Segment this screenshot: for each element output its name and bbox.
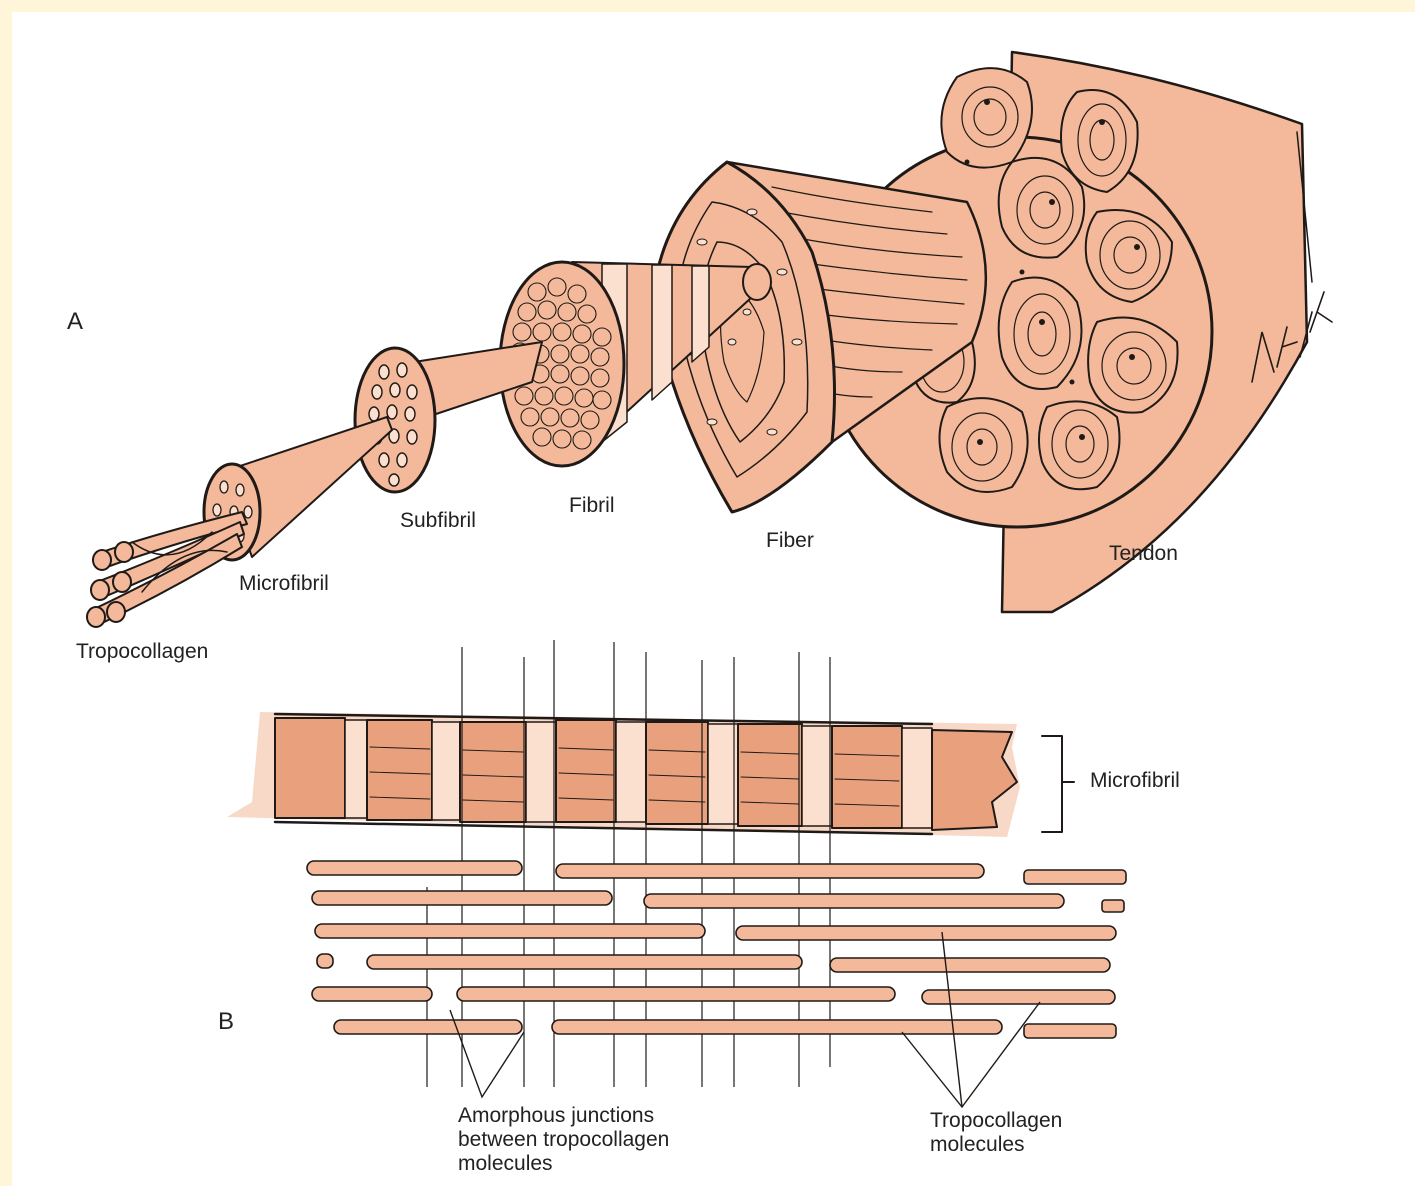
tropocollagen-molecules: [307, 861, 1126, 1038]
label-fiber: Fiber: [766, 529, 814, 553]
figure-canvas: A B Tropocollagen Microfibril Subfibril …: [12, 12, 1415, 1186]
annotation-amorphous-junctions: Amorphous junctions between tropocollage…: [458, 1104, 778, 1176]
label-microfibril-bracket: Microfibril: [1090, 769, 1180, 793]
label-tropocollagen: Tropocollagen: [76, 640, 208, 664]
panel-label-b: B: [218, 1010, 234, 1034]
label-subfibril: Subfibril: [400, 509, 476, 533]
annotation-amorphous-line1: Amorphous junctions: [458, 1104, 778, 1128]
label-fibril: Fibril: [569, 494, 615, 518]
annotation-tropo-line2: molecules: [930, 1133, 1130, 1157]
annotation-amorphous-line3: molecules: [458, 1152, 778, 1176]
annotation-amorphous-line2: between tropocollagen: [458, 1128, 778, 1152]
tropocollagen-strands: [87, 512, 247, 627]
annotation-tropo-line1: Tropocollagen: [930, 1109, 1130, 1133]
panel-label-a: A: [67, 310, 83, 334]
label-tendon: Tendon: [1109, 542, 1178, 566]
microfibril-bar: [227, 712, 1074, 837]
annotation-tropocollagen-molecules: Tropocollagen molecules: [930, 1109, 1130, 1157]
label-microfibril: Microfibril: [239, 572, 329, 596]
